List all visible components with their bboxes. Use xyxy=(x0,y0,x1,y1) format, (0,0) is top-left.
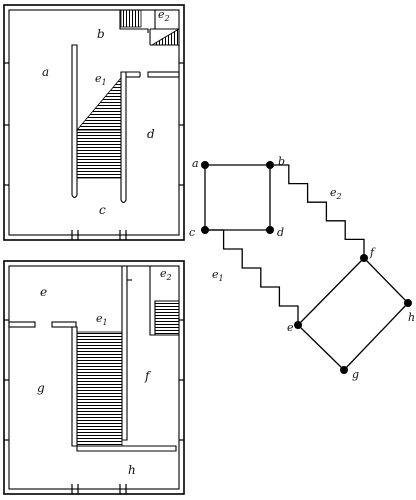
room-label-d: d xyxy=(147,127,155,141)
stair-edge-label-e2: e2 xyxy=(330,186,342,201)
node-e xyxy=(294,321,302,329)
lower-inner-wall xyxy=(8,265,180,490)
upper-side-ticks xyxy=(4,62,184,186)
node-a xyxy=(201,161,209,169)
lower-main-stair xyxy=(76,331,123,447)
lower-outer-wall xyxy=(3,260,185,495)
upper-top-stair xyxy=(120,9,142,28)
upper-main-stair xyxy=(76,129,122,179)
edge-g-e xyxy=(297,324,345,371)
node-d xyxy=(266,226,274,234)
node-label-f: f xyxy=(369,246,376,259)
node-g xyxy=(340,366,348,374)
lower-right-wall xyxy=(121,266,128,441)
node-label-c: c xyxy=(189,226,195,239)
room-label-f: f xyxy=(144,369,152,383)
lower-left-stub xyxy=(8,321,36,328)
edge-h-g xyxy=(343,302,409,371)
node-b xyxy=(266,161,274,169)
node-f xyxy=(360,254,368,262)
node-label-d: d xyxy=(277,226,284,239)
lower-central-wall xyxy=(71,326,177,452)
room-label-a: a xyxy=(42,65,49,79)
edge-e-f xyxy=(297,257,365,326)
edge-f-h xyxy=(363,257,409,304)
room-label-h: h xyxy=(128,463,136,477)
stair-edge-e1 xyxy=(205,229,299,325)
upper-inner-wall xyxy=(8,9,180,236)
upper-central-wall xyxy=(71,44,78,199)
node-label-g: g xyxy=(352,368,359,381)
node-h xyxy=(404,299,412,307)
stair-label-e1-upper: e1 xyxy=(95,72,107,87)
room-label-g: g xyxy=(37,381,45,395)
node-c xyxy=(201,226,209,234)
stair-edge-e2 xyxy=(270,164,365,258)
stair-label-e2-upper: e2 xyxy=(158,8,170,23)
room-label-c: c xyxy=(99,203,106,217)
node-label-e: e xyxy=(287,321,294,334)
upper-main-stair-ramp xyxy=(76,76,122,131)
room-label-e: e xyxy=(40,285,47,299)
lower-bottom-openings xyxy=(71,484,127,494)
lower-mid-stub xyxy=(51,321,77,328)
adjacency-graph: e1 e2 a b c d e f g h xyxy=(189,155,415,381)
node-label-a: a xyxy=(192,157,199,170)
node-label-b: b xyxy=(278,155,285,168)
stair-label-e2-lower: e2 xyxy=(160,267,172,282)
lower-side-stair xyxy=(154,300,180,336)
stair-label-e1-lower: e1 xyxy=(96,312,108,327)
room-label-b: b xyxy=(97,27,105,41)
upper-right-wall xyxy=(120,71,127,204)
upper-outer-wall xyxy=(3,4,185,241)
stair-edge-label-e1: e1 xyxy=(212,268,224,283)
lower-side-ticks xyxy=(4,319,184,441)
upper-partition xyxy=(147,71,180,78)
node-label-h: h xyxy=(408,311,415,324)
upper-floor-plan xyxy=(3,4,185,241)
upper-bottom-openings xyxy=(71,230,127,240)
